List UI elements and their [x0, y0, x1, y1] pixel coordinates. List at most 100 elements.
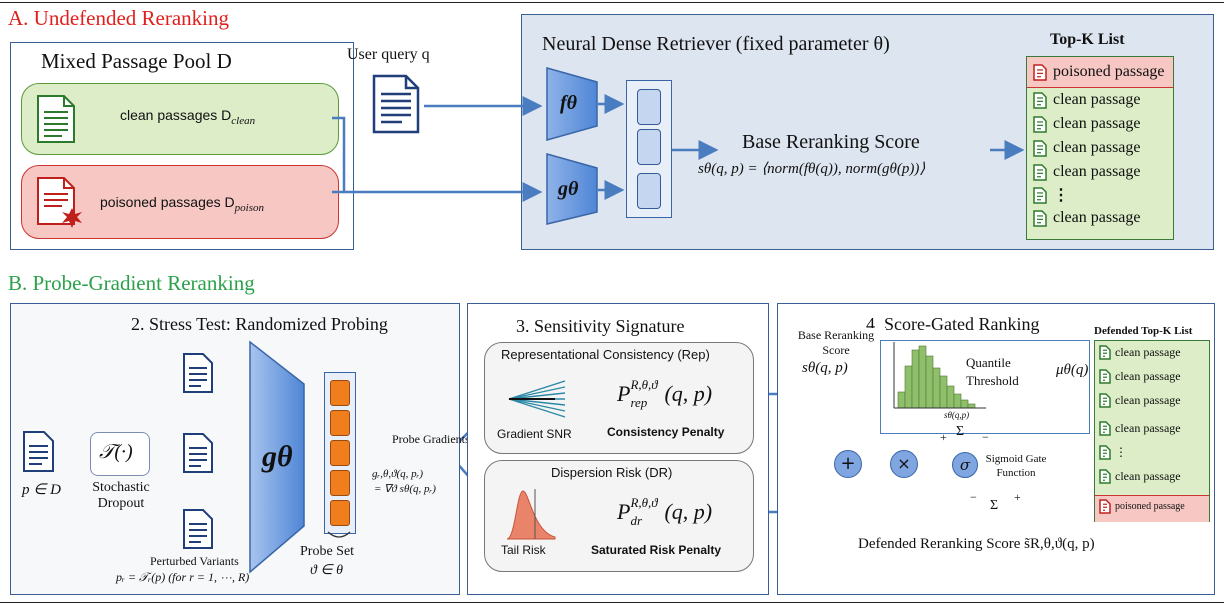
sigmoid-label: Sigmoid Gate Function [985, 453, 1047, 479]
clean-passages-box: clean passages Dclean [21, 83, 339, 155]
topk-title: Top-K List [1050, 31, 1125, 48]
times-operator: × [890, 450, 918, 478]
rep-title: Representational Consistency (Rep) [501, 347, 710, 362]
hist-axis-label: sθ(q,p) [944, 410, 970, 420]
variant-document-icon [183, 433, 213, 473]
defended-clean-item: clean passage [1099, 469, 1181, 484]
g-theta-label-b: gθ [262, 440, 293, 473]
probe-cell [330, 470, 350, 496]
sum-upper: Σ [956, 424, 965, 439]
encoder-g-b [249, 340, 305, 574]
dr-caption: Tail Risk [501, 543, 546, 557]
dropout-label: Stochastic Dropout [92, 480, 150, 511]
sum-upper-minus: − [982, 430, 989, 444]
base-label: Base Reranking Score [786, 328, 886, 358]
topk-poisoned-item: poisoned passage [1033, 63, 1165, 81]
rep-superscript: R,θ,ϑ [630, 377, 658, 392]
defended-clean-item: clean passage [1099, 345, 1181, 360]
mu-label: μθ(q) [1056, 362, 1089, 378]
variant-document-icon [183, 353, 213, 393]
topk-clean-item: clean passage [1033, 91, 1141, 109]
topk-clean-item: clean passage [1033, 163, 1141, 181]
plus-operator: + [834, 450, 862, 478]
probe-grad-label: Probe Gradients [392, 432, 470, 446]
sum-lower-plus: + [1014, 490, 1021, 504]
encoders-a [546, 67, 598, 225]
pool-title: Mixed Passage Pool D [41, 49, 232, 73]
perturbed-label: Perturbed Variants [150, 554, 239, 568]
clean-document-icon [37, 95, 75, 143]
poison-label: poisoned passages D [100, 194, 235, 210]
query-label: User query q [347, 46, 430, 63]
defended-list: clean passage clean passage clean passage c… [1094, 340, 1210, 522]
probe-cell [330, 410, 350, 436]
probe-set-label: Probe Set [300, 544, 355, 559]
section-a-title: A. Undefended Reranking [8, 6, 230, 30]
poison-subscript: poison [234, 201, 264, 214]
input-document-icon [23, 431, 54, 472]
clean-subscript: clean [231, 114, 256, 127]
list-item-label: clean passage [1115, 369, 1181, 383]
variant-document-icon [183, 509, 213, 549]
section-b-title: B. Probe-Gradient Reranking [8, 271, 255, 295]
list-item-label: clean passage [1115, 421, 1181, 435]
sensitivity-panel: 3. Sensitivity Signature Representationa… [467, 303, 769, 595]
probe-cell [330, 500, 350, 526]
stress-test-panel: 2. Stress Test: Randomized Probing [10, 303, 460, 595]
brace-icon [327, 531, 351, 538]
rep-args: (q, p) [664, 381, 713, 406]
list-item-label: clean passage [1053, 163, 1141, 180]
probe-cell [330, 380, 350, 406]
rep-caption: Gradient SNR [497, 427, 572, 441]
sum-lower-minus: − [970, 490, 977, 504]
gradient-fan-icon [508, 380, 566, 418]
dr-args: (q, p) [664, 499, 713, 524]
base-score-formula: sθ(q, p) = ⟨norm(fθ(q)), norm(gθ(p))⟩ [698, 161, 926, 177]
list-item-label: clean passage [1115, 469, 1181, 483]
defended-clean-item: clean passage [1099, 393, 1181, 408]
list-item-label: clean passage [1053, 115, 1141, 132]
probe-grad-formula-2: = ∇ϑ sθ(q, pᵣ) [374, 483, 436, 495]
dr-subscript: dr [630, 513, 643, 528]
stress-title: 2. Stress Test: Randomized Probing [131, 314, 388, 334]
base-score-title: Base Reranking Score [742, 131, 920, 153]
query-document-icon [372, 74, 420, 134]
gate-title: 4. Score-Gated Ranking [866, 314, 1040, 334]
topk-clean-item: clean passage [1033, 139, 1141, 157]
list-item-label: poisoned passage [1053, 63, 1165, 80]
sens-title: 3. Sensitivity Signature [516, 316, 685, 336]
quantile-label: Quantile Threshold [966, 355, 1019, 388]
dr-penalty: Saturated Risk Penalty [591, 543, 722, 557]
poisoned-document-icon [37, 177, 82, 228]
list-item-label: clean passage [1053, 91, 1141, 108]
poisoned-passages-box: poisoned passages Dpoison [21, 165, 339, 239]
probe-cell [330, 440, 350, 466]
base-formula: sθ(q, p) [802, 360, 848, 376]
sum-lower: Σ [990, 498, 999, 513]
sigma-gate: σ [952, 452, 978, 478]
list-ellipsis: ⋮ [1099, 445, 1127, 460]
embedding-cell [637, 173, 661, 209]
topk-clean-item: clean passage [1033, 115, 1141, 133]
defended-title: Defended Top-K List [1094, 325, 1193, 337]
list-item-label: ⋮ [1115, 445, 1127, 459]
dr-title: Dispersion Risk (DR) [551, 465, 673, 480]
clean-label: clean passages D [120, 107, 232, 123]
list-ellipsis: ⋮ [1033, 185, 1069, 205]
defended-clean-item: clean passage [1099, 421, 1181, 436]
retriever-title: Neural Dense Retriever (fixed parameter … [542, 33, 890, 55]
list-item-label: clean passage [1115, 345, 1181, 359]
defended-score-label: Defended Reranking Score s̃R,θ,ϑ(q, p) [858, 536, 1095, 552]
transform-label: 𝒯(·) [99, 441, 133, 463]
dr-superscript: R,θ,ϑ [630, 495, 658, 510]
defended-clean-item: clean passage [1099, 369, 1181, 384]
transform-box: 𝒯(·) [90, 432, 150, 476]
list-item-label: clean passage [1053, 139, 1141, 156]
f-theta-label: fθ [560, 92, 578, 114]
defended-poisoned-item: poisoned passage [1099, 499, 1185, 514]
score-histogram [893, 342, 986, 409]
rep-box: Representational Consistency (Rep) Gradi… [484, 342, 754, 454]
